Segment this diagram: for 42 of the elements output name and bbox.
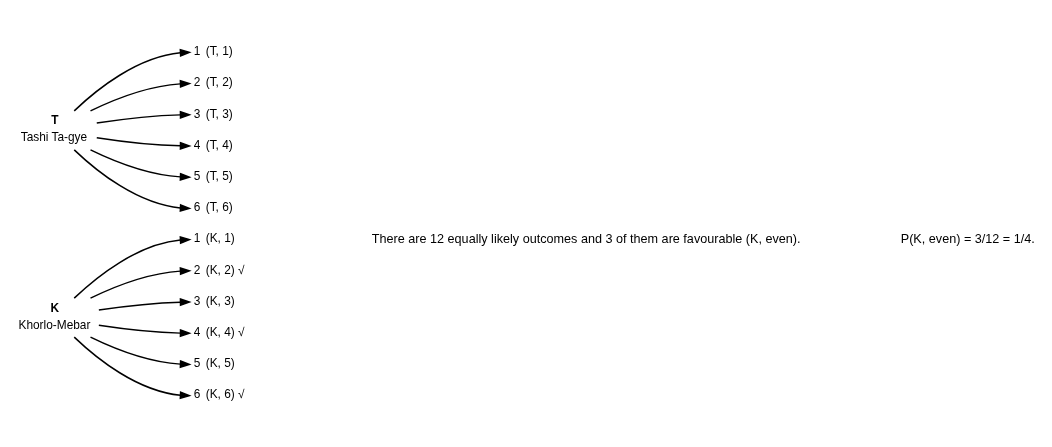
node-label: (K, 3): [205, 293, 235, 308]
node-label: (T, 2): [205, 74, 233, 89]
arrow: [98, 324, 192, 337]
node-text: 6: [193, 199, 201, 214]
node-label: (K, 1): [205, 230, 235, 245]
node-text: 2: [193, 74, 201, 89]
node-label: (T, 6): [205, 199, 233, 214]
arrow: [73, 148, 192, 212]
node-text: 6: [193, 386, 201, 401]
node-text: 4: [193, 324, 201, 339]
arrow: [96, 136, 192, 150]
arrow: [73, 235, 192, 299]
arrow: [73, 48, 192, 112]
node-text: 1: [193, 43, 201, 58]
node-text: 2: [193, 262, 201, 277]
node-label: (T, 5): [205, 168, 233, 183]
node-text: 3: [193, 293, 201, 308]
node-label: (K, 2) √: [205, 262, 245, 277]
node-label: (K, 6) √: [205, 386, 245, 401]
label: P(K, even) = 3/12 = 1/4.: [900, 231, 1035, 246]
node-text: 4: [193, 137, 201, 152]
node-text: 5: [193, 355, 201, 370]
node-label: (K, 4) √: [205, 324, 245, 339]
node-label: (K, 5): [205, 355, 235, 370]
arrow: [96, 110, 192, 124]
node-text: K: [50, 300, 60, 315]
arrow: [89, 266, 192, 299]
node-label: (T, 1): [205, 43, 233, 58]
node-text: 5: [193, 168, 201, 183]
node-text: T: [51, 112, 59, 127]
node-text: 3: [193, 106, 201, 121]
node-label: Tashi Ta-gye: [20, 129, 88, 144]
node-label: Khorlo-Mebar: [18, 317, 91, 332]
label: There are 12 equally likely outcomes and 3 of them are favourable (K, even).: [371, 231, 801, 246]
arrow: [89, 335, 192, 368]
node-text: 1: [193, 230, 201, 245]
arrow: [89, 148, 192, 181]
arrow: [73, 335, 192, 399]
arrow: [98, 297, 192, 311]
node-label: (T, 3): [205, 106, 233, 121]
node-label: (T, 4): [205, 137, 233, 152]
arrow: [89, 79, 192, 112]
